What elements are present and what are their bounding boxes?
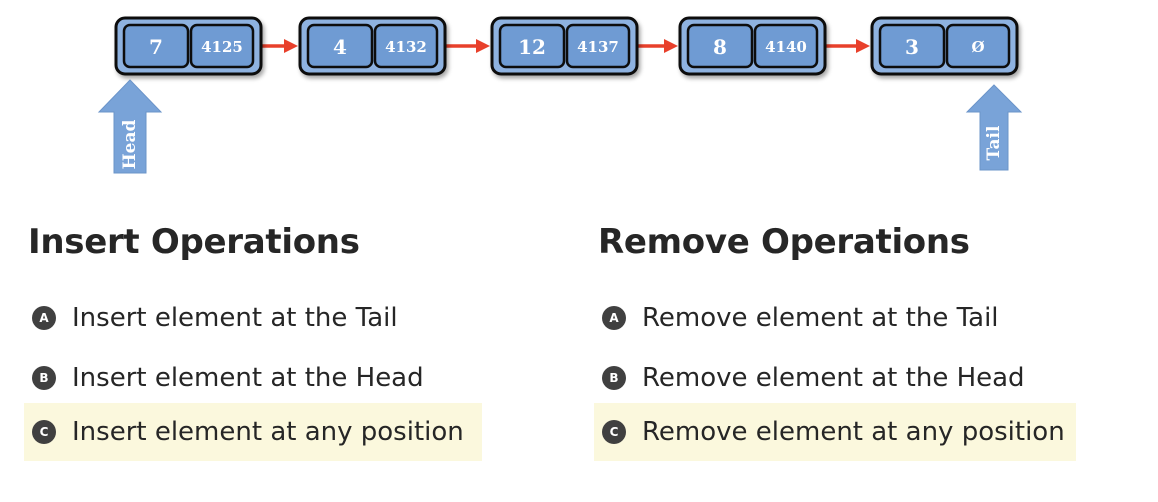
item-badge: C <box>32 420 56 444</box>
item-badge: A <box>32 306 56 330</box>
node-pointer: 4125 <box>201 38 243 56</box>
node-value-cell <box>306 23 374 69</box>
link-arrow <box>638 39 678 53</box>
node-value: 12 <box>518 35 546 59</box>
node-value-cell <box>686 23 754 69</box>
list-node: 7 4125 <box>114 16 263 76</box>
item-text: Remove element at the Head <box>642 363 1025 393</box>
insert-operation-item: B Insert element at the Head <box>32 357 424 399</box>
node-pointer-cell <box>565 23 631 69</box>
link-arrow <box>446 39 490 53</box>
insert-operation-item: C Insert element at any position <box>24 403 482 461</box>
insert-operations-section: Insert Operations <box>28 222 360 262</box>
insert-operations-heading: Insert Operations <box>28 222 360 262</box>
node-pointer: 4140 <box>765 38 807 56</box>
node-value-cell <box>878 23 946 69</box>
item-text: Insert element at any position <box>72 417 464 447</box>
remove-operations-heading: Remove Operations <box>598 222 970 262</box>
item-badge: C <box>602 420 626 444</box>
item-text: Insert element at the Head <box>72 363 424 393</box>
tail-marker-label: Tail <box>984 125 1004 160</box>
node-pointer: 4132 <box>385 38 427 56</box>
node-value-cell <box>122 23 190 69</box>
insert-operation-item: A Insert element at the Tail <box>32 297 398 339</box>
tail-marker: Tail <box>965 84 1023 171</box>
item-text: Remove element at any position <box>642 417 1065 447</box>
item-badge: B <box>32 366 56 390</box>
head-marker: Head <box>97 79 163 174</box>
head-marker-label: Head <box>120 119 140 169</box>
node-pointer: Ø <box>971 38 984 56</box>
node-pointer-cell <box>189 23 255 69</box>
link-arrow <box>262 39 298 53</box>
item-badge: A <box>602 306 626 330</box>
node-value: 4 <box>333 35 347 59</box>
remove-operation-item: C Remove element at any position <box>594 403 1076 461</box>
node-pointer-cell <box>945 23 1011 69</box>
list-node: 8 4140 <box>678 16 827 76</box>
node-pointer: 4137 <box>577 38 619 56</box>
item-badge: B <box>602 366 626 390</box>
item-text: Remove element at the Tail <box>642 303 999 333</box>
remove-operations-section: Remove Operations <box>598 222 970 262</box>
node-pointer-cell <box>373 23 439 69</box>
node-pointer-cell <box>753 23 819 69</box>
list-node: 12 4137 <box>490 16 639 76</box>
node-value: 8 <box>713 35 727 59</box>
remove-operation-item: A Remove element at the Tail <box>602 297 999 339</box>
link-arrow <box>826 39 870 53</box>
node-value: 7 <box>149 35 163 59</box>
node-value: 3 <box>905 35 919 59</box>
list-node: 4 4132 <box>298 16 447 76</box>
remove-operation-item: B Remove element at the Head <box>602 357 1025 399</box>
node-value-cell <box>498 23 566 69</box>
item-text: Insert element at the Tail <box>72 303 398 333</box>
